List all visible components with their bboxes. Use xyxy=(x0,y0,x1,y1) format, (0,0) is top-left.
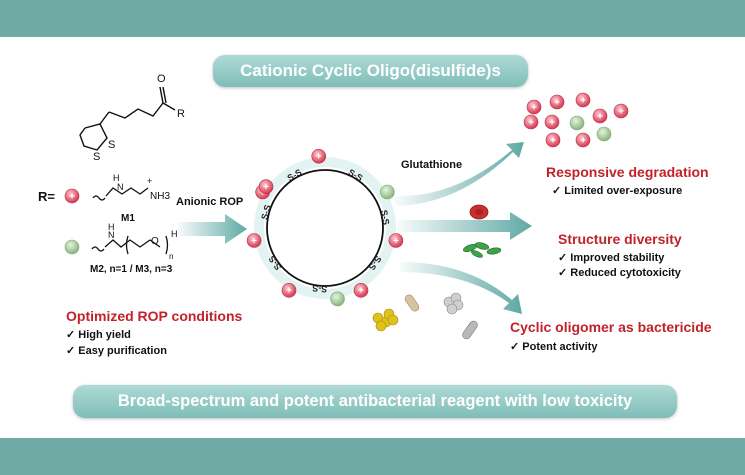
m23-n-label: N xyxy=(108,230,115,240)
degraded-fragments xyxy=(523,92,629,148)
bactericide-arrow xyxy=(400,262,522,314)
cyclic-oligomer xyxy=(254,157,396,299)
cationic-bead xyxy=(388,233,404,249)
lipoic-structure xyxy=(79,86,176,151)
optimized-item-2-text: Easy purification xyxy=(78,345,167,357)
carbonyl-r: R xyxy=(177,108,185,120)
optimized-heading: Optimized ROP conditions xyxy=(66,308,243,324)
structure-item-2-text: Reduced cytotoxicity xyxy=(570,267,681,279)
bottom-banner: Broad-spectrum and potent antibacterial … xyxy=(73,385,677,418)
degradation-arrow xyxy=(395,142,524,206)
cyclic-item-1-text: Potent activity xyxy=(522,341,598,353)
m1-structure xyxy=(92,187,149,201)
ring-beads xyxy=(246,148,404,307)
fragment-bead xyxy=(569,115,585,131)
m23-n-sub: n xyxy=(169,252,173,261)
r-equals-label: R= xyxy=(38,189,55,204)
bottom-band xyxy=(0,438,745,475)
fragment-bead xyxy=(596,126,612,142)
top-band xyxy=(0,0,745,37)
fragment-bead xyxy=(575,132,591,148)
m23-nh-label: H xyxy=(108,222,115,232)
neutral-bead xyxy=(380,184,395,200)
cationic-bead xyxy=(353,282,369,298)
optimized-item-1-text: High yield xyxy=(78,329,131,341)
structure-item-2: ✓ Reduced cytotoxicity xyxy=(558,267,681,279)
cationic-bead xyxy=(311,148,327,164)
optimized-item-1: ✓ High yield xyxy=(66,329,131,341)
cyclic-item-1: ✓ Potent activity xyxy=(510,341,598,353)
m23-o-label: O xyxy=(151,236,159,247)
m1-nh3-label: NH3 xyxy=(150,191,170,202)
fragment-bead xyxy=(549,94,565,110)
carbonyl-o: O xyxy=(157,73,166,85)
neutral-bead xyxy=(330,291,345,307)
red-blood-cell-center xyxy=(475,209,483,215)
bacteria-icons xyxy=(372,292,478,340)
fragment-bead xyxy=(523,114,539,130)
ss-bond-label: S-S xyxy=(379,209,391,226)
ss-bond-label: S-S xyxy=(312,283,328,294)
m1-plus-label: + xyxy=(147,176,152,186)
pink-bead-legend xyxy=(64,188,80,204)
m23-h-label: H xyxy=(171,229,178,239)
responsive-item-1-text: Limited over-exposure xyxy=(564,185,683,197)
green-bead-legend xyxy=(64,239,80,255)
mammalian-cells-icon xyxy=(463,242,502,258)
responsive-heading: Responsive degradation xyxy=(546,164,709,180)
structure-heading: Structure diversity xyxy=(558,231,682,247)
cationic-bead xyxy=(258,179,274,195)
ring-s-1: S xyxy=(93,151,100,163)
cationic-bead xyxy=(246,233,262,249)
optimized-item-2: ✓ Easy purification xyxy=(66,345,167,357)
page-title: Cationic Cyclic Oligo(disulfide)s xyxy=(213,55,528,87)
glutathione-label: Glutathione xyxy=(401,159,463,171)
anionic-rop-label: Anionic ROP xyxy=(176,196,244,208)
fragment-bead xyxy=(545,132,561,148)
m1-n-label: N xyxy=(117,182,124,192)
structure-item-1: ✓ Improved stability xyxy=(558,252,665,264)
fragment-bead xyxy=(544,114,560,130)
fragment-bead xyxy=(575,92,591,108)
m23-structure xyxy=(91,235,169,255)
fragment-bead xyxy=(526,99,542,115)
m23-label: M2, n=1 / M3, n=3 xyxy=(90,264,173,275)
cationic-bead xyxy=(281,282,297,298)
responsive-item-1: ✓ Limited over-exposure xyxy=(552,185,683,197)
ss-bond-label: S-S xyxy=(259,204,273,221)
cyclic-heading: Cyclic oligomer as bactericide xyxy=(510,319,712,335)
ring-s-2: S xyxy=(108,139,115,151)
structure-item-1-text: Improved stability xyxy=(570,252,665,264)
m1-label: M1 xyxy=(121,213,135,224)
rop-arrow xyxy=(178,214,247,244)
m1-h-label: H xyxy=(113,173,120,183)
diversity-arrow xyxy=(398,212,532,240)
fragment-bead xyxy=(613,103,629,119)
fragment-bead xyxy=(592,108,608,124)
